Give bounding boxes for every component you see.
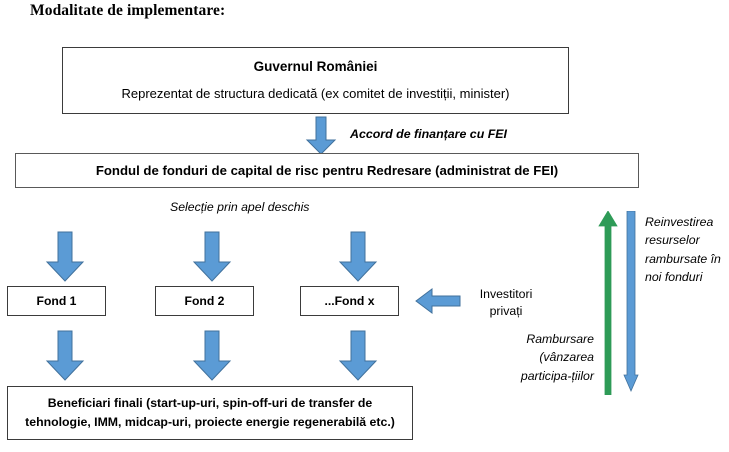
box-fund-of-funds-heading: Fondul de fonduri de capital de risc pen… (95, 162, 559, 178)
label-financing-agreement: Accord de finanțare cu FEI (350, 127, 507, 141)
box-government-heading: Guvernul României (253, 59, 378, 75)
page-title: Modalitate de implementare: (30, 2, 226, 19)
box-fund-2: Fond 2 (155, 286, 254, 316)
box-government-subtitle: Reprezentat de structura dedicată (ex co… (121, 86, 510, 102)
arrow-down-icon-to-fund-1 (45, 231, 85, 283)
box-fund-of-funds: Fondul de fonduri de capital de risc pen… (15, 153, 639, 188)
arrow-down-icon-to-fund-x (338, 231, 378, 283)
arrow-up-icon-repayment (598, 211, 618, 395)
arrow-down-icon-fund-x-to-beneficiaries (338, 330, 378, 382)
box-government: Guvernul României Reprezentat de structu… (62, 47, 569, 114)
label-repayment: Rambursare (vânzarea participa-țiilor (520, 332, 594, 383)
label-open-call: Selecție prin apel deschis (170, 200, 310, 214)
box-fund-2-label: Fond 2 (184, 293, 225, 308)
arrow-left-icon-investors-to-fund-x (415, 287, 461, 315)
box-fund-x-label: ...Fond x (324, 293, 375, 308)
label-reinvestment: Reinvestirea resurselor rambursate în no… (645, 215, 721, 285)
box-fund-1-label: Fond 1 (36, 293, 77, 308)
box-fund-x: ...Fond x (300, 286, 399, 316)
box-beneficiaries-heading: Beneficiari finali (start-up-uri, spin-o… (25, 395, 395, 429)
arrow-down-icon-gov-to-fund-of-funds (305, 116, 337, 156)
arrow-down-icon-reinvestment (623, 211, 639, 392)
arrow-down-icon-fund-1-to-beneficiaries (45, 330, 85, 382)
box-fund-1: Fond 1 (7, 286, 106, 316)
arrow-down-icon-to-fund-2 (192, 231, 232, 283)
box-beneficiaries: Beneficiari finali (start-up-uri, spin-o… (7, 386, 413, 440)
label-private-investors: Investitori privați (479, 287, 533, 318)
arrow-down-icon-fund-2-to-beneficiaries (192, 330, 232, 382)
